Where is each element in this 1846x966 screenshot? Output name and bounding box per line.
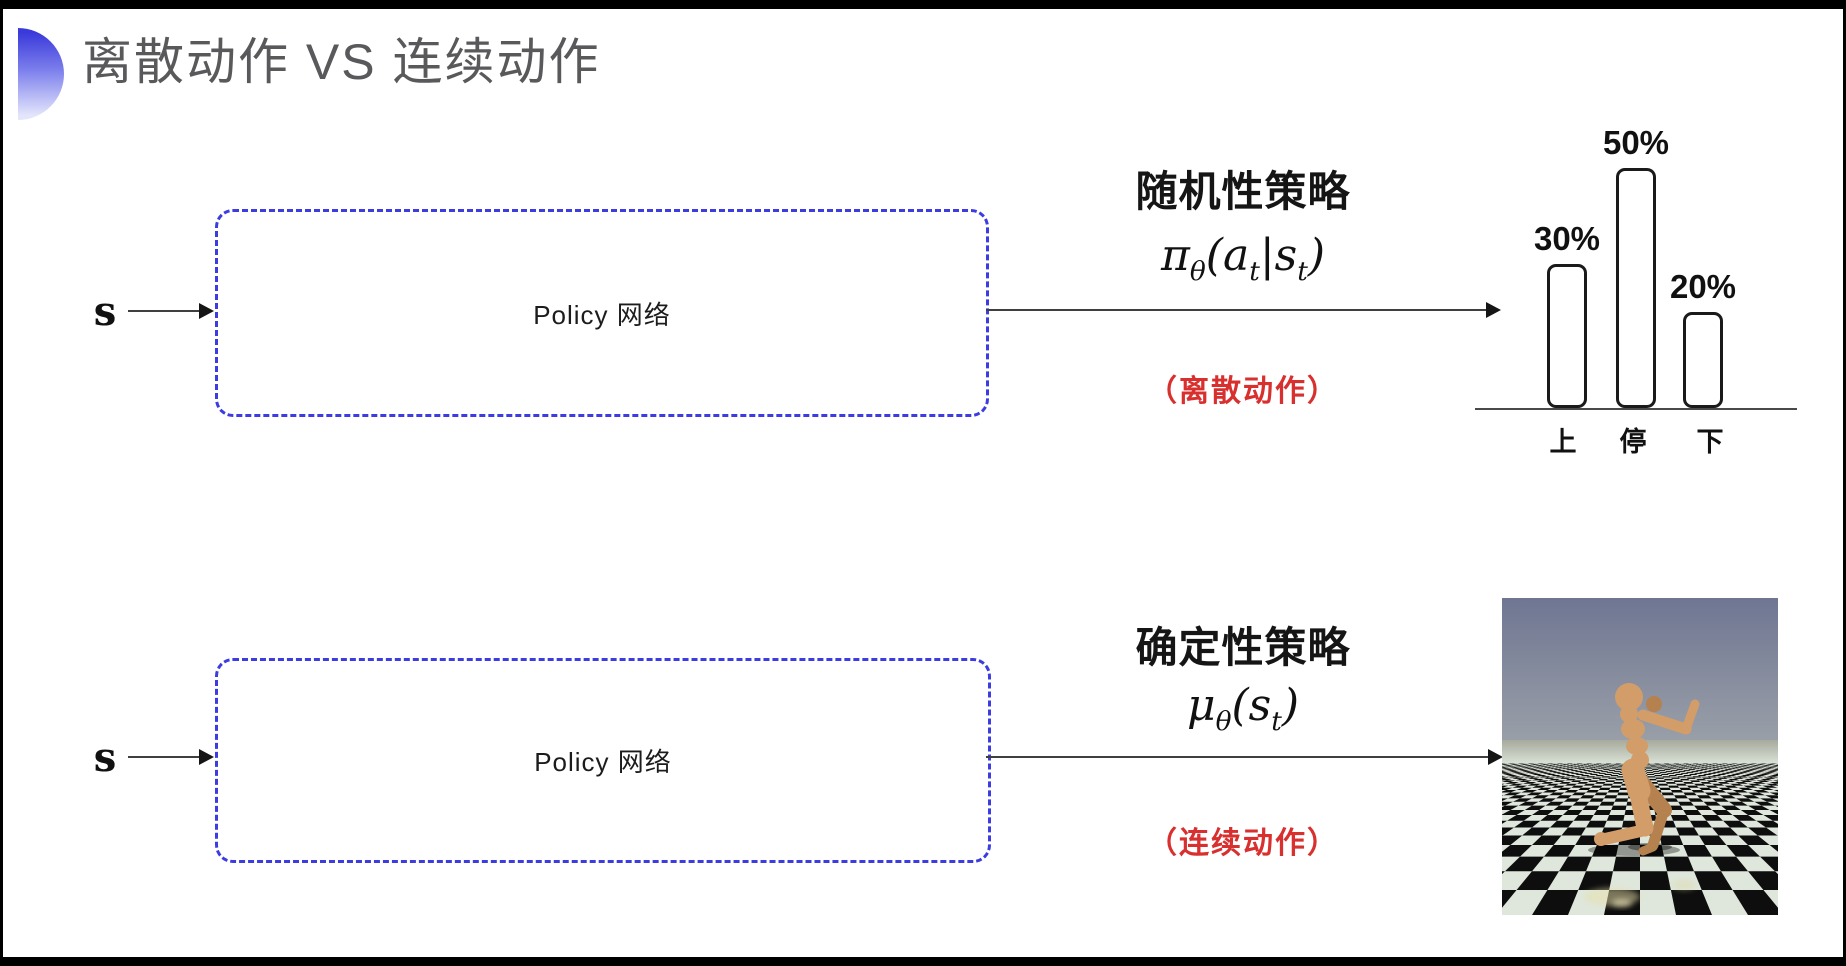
robot-front-foot bbox=[1594, 832, 1608, 846]
arrow-head-icon bbox=[199, 749, 214, 765]
checkerboard-floor bbox=[1502, 763, 1778, 915]
floor-glow bbox=[1612, 899, 1632, 907]
arrow-head-icon bbox=[199, 303, 214, 319]
sky bbox=[1502, 598, 1778, 744]
discrete-action-label: （离散动作） bbox=[1147, 375, 1339, 408]
robot-head bbox=[1615, 683, 1643, 711]
policy-network-label: Policy 网络 bbox=[534, 747, 672, 777]
arrow-line bbox=[128, 756, 200, 758]
stochastic-policy-formula: πθ(at|st) bbox=[1160, 230, 1326, 287]
bar-category-label: 停 bbox=[1619, 427, 1647, 457]
policy-network-label: Policy 网络 bbox=[533, 299, 671, 330]
arrow-head-icon bbox=[1486, 302, 1501, 318]
bar-value-label: 20% bbox=[1669, 268, 1737, 305]
probability-bar bbox=[1547, 264, 1587, 408]
deterministic-policy-formula: μθ(st) bbox=[1186, 680, 1300, 737]
state-input-label-bottom: s bbox=[93, 734, 117, 781]
humanoid-robot bbox=[1594, 683, 1700, 856]
robot-front-thigh bbox=[1629, 785, 1654, 837]
policy-network-box-bottom: Policy 网络 bbox=[215, 658, 991, 863]
arrow-head-icon bbox=[1488, 749, 1503, 765]
robot-abdomen bbox=[1631, 751, 1649, 769]
arrow-line bbox=[128, 310, 200, 312]
robot-rear-foot bbox=[1638, 842, 1658, 856]
robot-forearm bbox=[1681, 699, 1700, 734]
robot-rear-shin bbox=[1647, 804, 1670, 851]
chart-baseline bbox=[1475, 408, 1797, 410]
robot-upper-arm bbox=[1637, 709, 1692, 735]
arrow-line bbox=[986, 309, 1486, 311]
probability-bar bbox=[1616, 168, 1656, 408]
arrow-line bbox=[986, 756, 1488, 758]
bar-category-label: 下 bbox=[1696, 427, 1724, 457]
state-input-label-top: s bbox=[93, 288, 117, 335]
robot-front-shin bbox=[1599, 824, 1651, 845]
floor-glow bbox=[1672, 880, 1696, 890]
probability-bar bbox=[1683, 312, 1723, 408]
deterministic-policy-title: 确定性策略 bbox=[1135, 624, 1351, 671]
humanoid-env-render bbox=[1502, 598, 1778, 915]
page-title: 离散动作 VS 连续动作 bbox=[82, 34, 601, 90]
bar-category-label: 上 bbox=[1549, 427, 1577, 457]
continuous-action-label: （连续动作） bbox=[1147, 827, 1339, 860]
probability-bar-chart: 30% 上 50% 停 20% 下 bbox=[1475, 100, 1797, 470]
stochastic-policy-title: 随机性策略 bbox=[1135, 168, 1351, 215]
humanoid-robot-image bbox=[1502, 598, 1778, 915]
bar-value-label: 50% bbox=[1602, 124, 1670, 161]
robot-hand bbox=[1646, 696, 1662, 712]
policy-network-box-top: Policy 网络 bbox=[215, 209, 989, 417]
robot-belly bbox=[1626, 737, 1648, 755]
robot-chest bbox=[1621, 719, 1645, 739]
bar-value-label: 30% bbox=[1533, 220, 1601, 257]
